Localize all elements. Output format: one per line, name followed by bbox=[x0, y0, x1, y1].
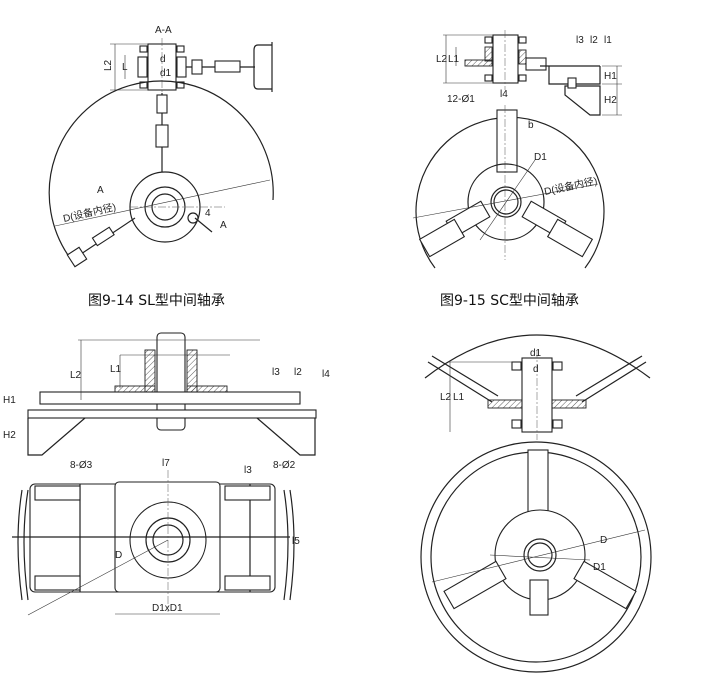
dim-b: b bbox=[528, 120, 534, 131]
sc-front-and-plan-view: d1 d L2 L1 D D1 bbox=[420, 334, 652, 673]
dim-l3-plan: l3 bbox=[244, 465, 252, 476]
hole-callout-d2: 8-Ø2 bbox=[273, 460, 296, 471]
dim-l2: l2 bbox=[294, 367, 302, 378]
section-mark-a: A bbox=[97, 185, 104, 196]
section-label: A-A bbox=[155, 25, 172, 36]
dim-H2: H2 bbox=[3, 430, 16, 441]
dim-D: D(设备内径) bbox=[543, 174, 598, 198]
dim-D1xD1: D1xD1 bbox=[152, 603, 183, 614]
section-mark-a-right: A bbox=[220, 220, 227, 231]
dim-l2: l2 bbox=[590, 35, 598, 46]
dim-l1: l1 bbox=[604, 35, 612, 46]
dim-D: D bbox=[115, 550, 122, 561]
dim-l7: l7 bbox=[162, 458, 170, 469]
section-a-a-view: L2 L d d1 bbox=[103, 38, 273, 96]
figure-sc-bearing: L2 L1 l3 l2 l1 H1 H2 12-Ø1 l4 b D1 D(设备内… bbox=[412, 30, 622, 309]
dim-L2: L2 bbox=[103, 59, 114, 71]
dim-4: 4 bbox=[205, 208, 211, 219]
figure-sl-bearing: A-A L2 L d d1 bbox=[48, 25, 274, 309]
dim-l3: l3 bbox=[576, 35, 584, 46]
hub-assembly bbox=[54, 93, 271, 268]
figure-caption-9-14: 图9-14 SL型中间轴承 bbox=[88, 293, 225, 309]
dim-L2: L2 bbox=[440, 392, 452, 403]
dim-D1: D1 bbox=[534, 152, 547, 163]
dim-d1: d1 bbox=[160, 68, 172, 79]
dim-d1: d1 bbox=[530, 348, 542, 359]
dim-H2: H2 bbox=[604, 95, 617, 106]
dim-D1: D1 bbox=[593, 562, 606, 573]
dim-L1: L1 bbox=[453, 392, 465, 403]
figure-caption-9-15: 图9-15 SC型中间轴承 bbox=[440, 293, 579, 309]
vessel-wall-arc bbox=[48, 80, 274, 259]
dim-l3: l3 bbox=[272, 367, 280, 378]
dim-d: d bbox=[533, 364, 539, 375]
hole-callout-d3: 8-Ø3 bbox=[70, 460, 93, 471]
dim-H1: H1 bbox=[604, 71, 617, 82]
dim-D: D(设备内径) bbox=[62, 200, 117, 225]
hole-callout: 12-Ø1 bbox=[447, 94, 475, 105]
dim-H1: H1 bbox=[3, 395, 16, 406]
dim-l5: l5 bbox=[292, 536, 300, 547]
dim-L2: L2 bbox=[436, 54, 448, 65]
dim-l4: l4 bbox=[322, 369, 330, 380]
dim-l4: l4 bbox=[500, 89, 508, 100]
dim-L1: L1 bbox=[448, 54, 460, 65]
dim-L: L bbox=[122, 62, 128, 73]
sl-front-and-plan-view: L2 L1 l3 l2 l4 H1 H2 8-Ø3 8-Ø2 l7 l3 l5 … bbox=[3, 332, 330, 616]
dim-L2: L2 bbox=[70, 370, 82, 381]
dim-D: D bbox=[600, 535, 607, 546]
dim-L1: L1 bbox=[110, 364, 122, 375]
sc-section-view: L2 L1 l3 l2 l1 H1 H2 bbox=[436, 30, 622, 116]
sc-hub-assembly bbox=[412, 105, 599, 260]
dim-d: d bbox=[160, 54, 166, 65]
